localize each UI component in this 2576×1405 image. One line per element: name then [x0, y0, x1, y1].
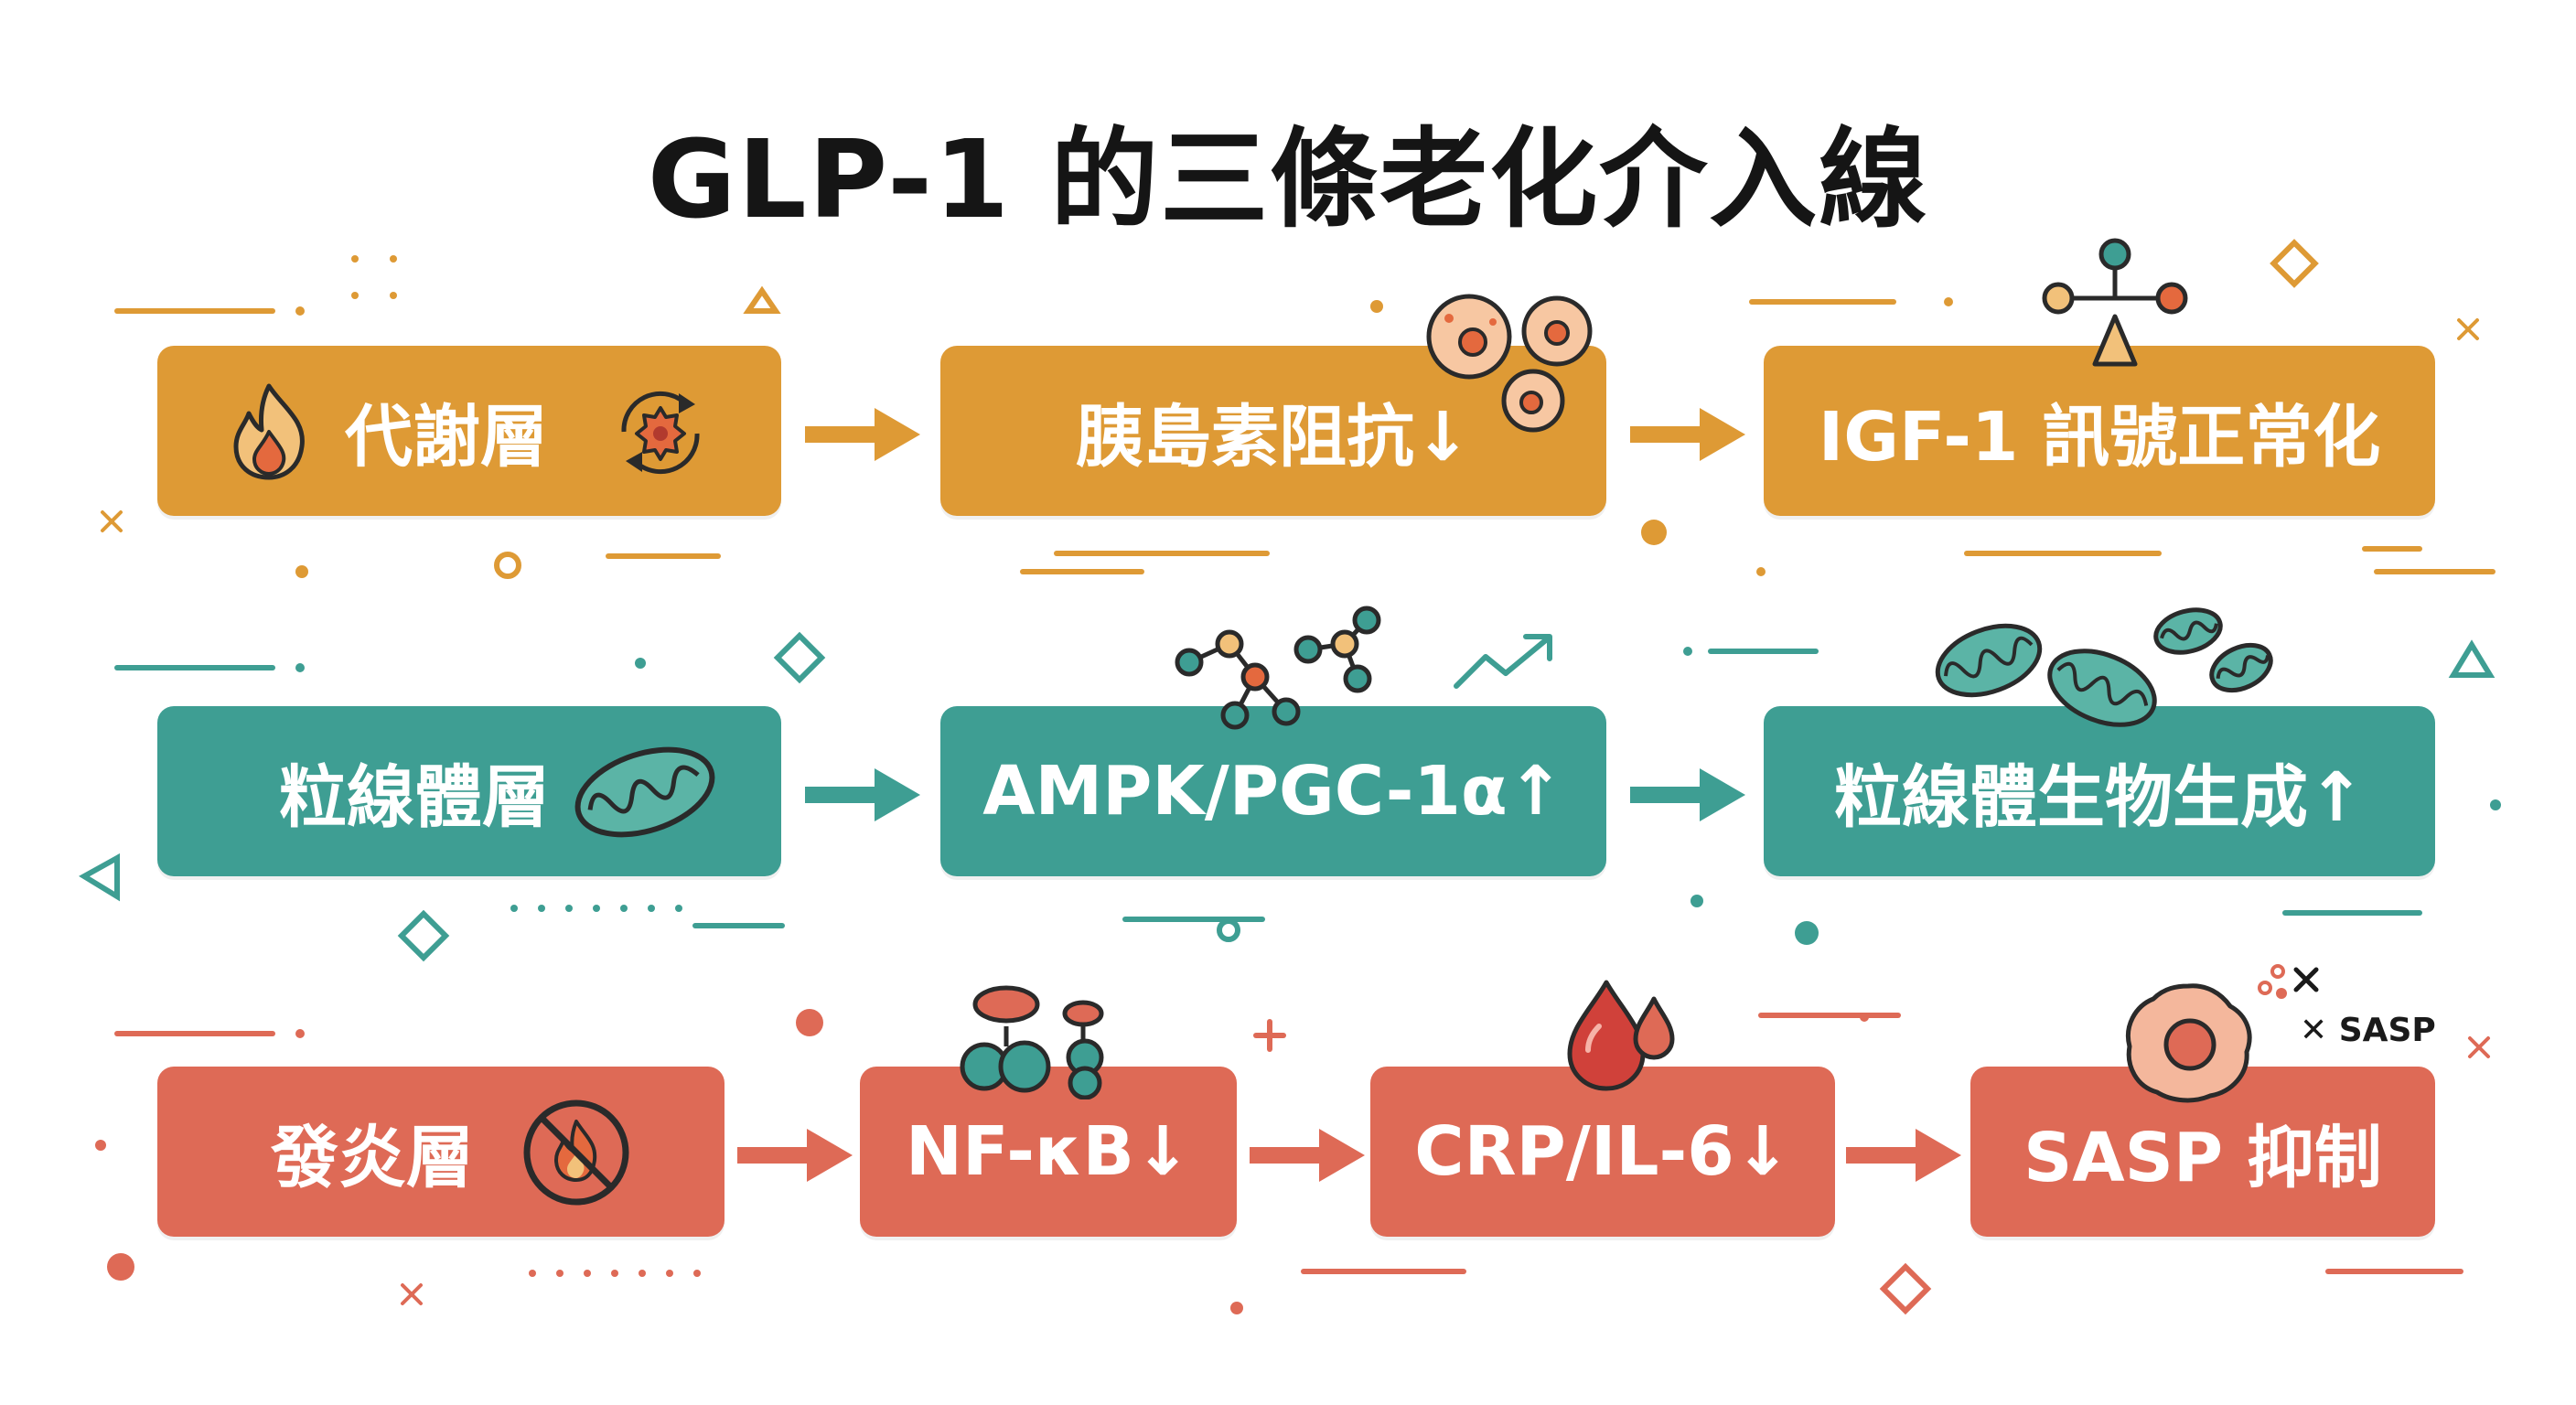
igf1-signal-label: IGF-1 訊號正常化 [1818, 397, 2381, 477]
flow-arrow [1630, 408, 1745, 461]
flow-arrow [1846, 1129, 1961, 1182]
insulin-resistance-label: 胰島素阻抗↓ [1075, 397, 1471, 477]
blood-drops-icon [1567, 980, 1675, 1091]
flow-arrow [1630, 768, 1745, 821]
mitochondrial-biogenesis-box: 粒線體生物生成↑ [1764, 706, 2435, 876]
ampk-box: AMPK/PGC-1α↑ [940, 706, 1606, 876]
nfkb-box: NF-κB↓ [860, 1067, 1237, 1237]
crp-il6-label: CRP/IL-6↓ [1414, 1112, 1791, 1191]
inflammation-layer-label: 發炎層 [271, 1118, 474, 1197]
mitochondria-group-icon [1935, 607, 2273, 727]
no-fire-icon [523, 1099, 629, 1206]
trend-up-icon [1454, 634, 1552, 689]
cells-icon [1426, 294, 1593, 433]
insulin-resistance-box: 胰島素阻抗↓ [940, 346, 1606, 516]
molecule-triangle-icon [2042, 238, 2188, 367]
flow-arrow [737, 1129, 853, 1182]
ampk-label: AMPK/PGC-1α↑ [982, 752, 1564, 831]
mitochondria-layer-label: 粒線體層 [279, 757, 550, 837]
flame-icon [233, 383, 305, 480]
x-mark-icon: ✕ [2300, 1012, 2339, 1049]
crp-il6-box: CRP/IL-6↓ [1370, 1067, 1835, 1237]
nfkb-label: NF-κB↓ [906, 1112, 1191, 1191]
metabolic-layer-box: 代謝層 [157, 346, 781, 516]
metabolic-layer-label: 代謝層 [345, 397, 548, 477]
flow-arrow [1250, 1129, 1365, 1182]
sasp-badge: ✕ SASP [2300, 1012, 2436, 1049]
mitochondrial-biogenesis-label: 粒線體生物生成↑ [1833, 757, 2365, 837]
mitochondria-icon [574, 746, 715, 838]
flow-arrow [805, 768, 920, 821]
mitochondria-layer-box: 粒線體層 [157, 706, 781, 876]
sasp-suppression-box: SASP 抑制 [1970, 1067, 2435, 1237]
igf1-signal-box: IGF-1 訊號正常化 [1764, 346, 2435, 516]
protein-complex-icon [960, 985, 1104, 1099]
molecule-network-icon [1175, 606, 1381, 730]
sasp-release-icon [2258, 964, 2319, 999]
inflammation-layer-box: 發炎層 [157, 1067, 724, 1237]
sasp-suppression-label: SASP 抑制 [2023, 1118, 2382, 1197]
cycle-icon [621, 391, 700, 475]
page-title: GLP-1 的三條老化介入線 [647, 116, 1929, 242]
flow-arrow [805, 408, 920, 461]
sasp-badge-text: SASP [2338, 1012, 2436, 1049]
senescent-cell-icon [2126, 983, 2252, 1103]
